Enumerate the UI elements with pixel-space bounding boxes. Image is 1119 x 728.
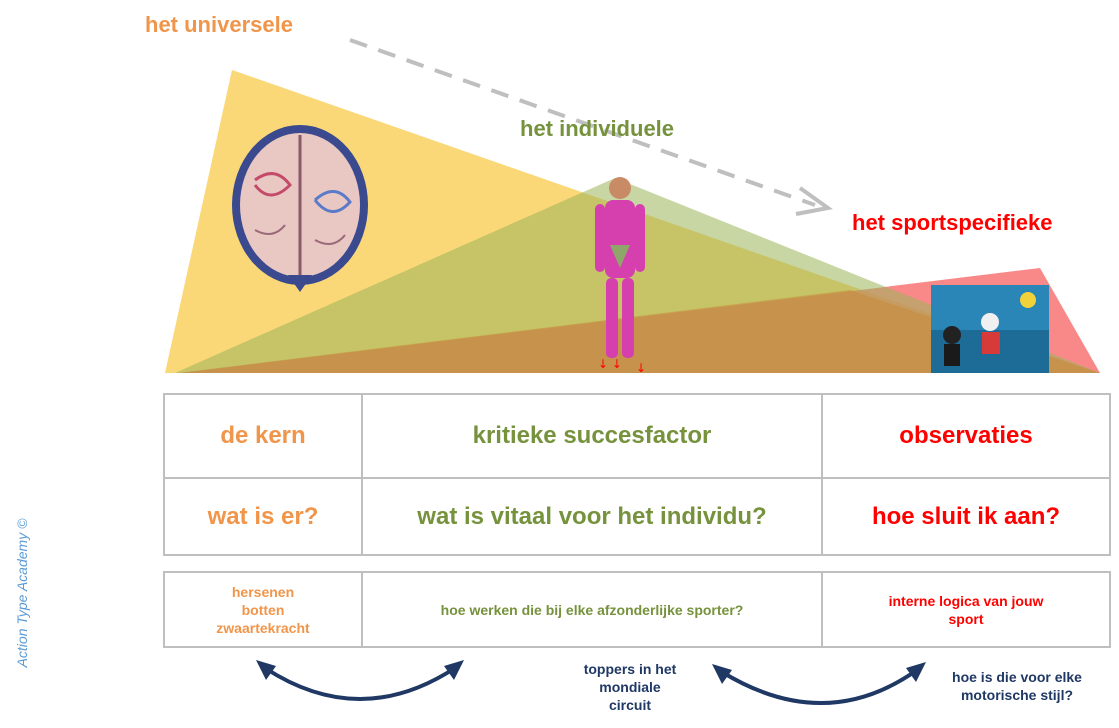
- sport-label: het sportspecifieke: [852, 210, 1053, 235]
- cell-de-kern: de kern: [163, 393, 363, 479]
- curved-arrow-left: [263, 666, 457, 701]
- cell-wat-is-er: wat is er?: [163, 477, 363, 556]
- lower-table: hersenen botten zwaartekracht hoe werken…: [163, 571, 1111, 648]
- curved-arrow-right: [720, 668, 919, 705]
- cell-wat-is-vitaal: wat is vitaal voor het individu?: [361, 477, 823, 556]
- text-interne-logica: interne logica van jouw sport: [888, 592, 1044, 627]
- svg-text:↓: ↓: [636, 361, 646, 375]
- side-copyright: Action Type Academy ©: [14, 518, 30, 668]
- water-polo-photo: [931, 285, 1049, 373]
- toppers-caption: toppers in het mondiale circuit: [583, 661, 677, 713]
- brain-icon: [232, 125, 368, 292]
- cell-kritieke-succesfactor: kritieke succesfactor: [361, 393, 823, 479]
- cell-interne-logica: interne logica van jouw sport: [821, 571, 1111, 648]
- text-hersenen: hersenen: [231, 583, 295, 600]
- cell-hoe-werken: hoe werken die bij elke afzonderlijke sp…: [361, 571, 823, 648]
- dashed-arrow: [349, 38, 816, 207]
- dashed-arrow-head: [795, 186, 833, 216]
- individual-label: het individuele: [520, 116, 675, 141]
- cell-hoe-sluit-ik-aan: hoe sluit ik aan?: [821, 477, 1111, 556]
- human-figure-icon: ↓ ↓ ↓: [595, 177, 646, 375]
- stijl-caption: hoe is die voor elke motorische stijl?: [952, 669, 1082, 703]
- text-botten: botten: [241, 601, 285, 618]
- svg-text:↓ ↓: ↓ ↓: [598, 357, 622, 371]
- main-table: de kern kritieke succesfactor observatie…: [163, 393, 1111, 556]
- text-zwaartekracht: zwaartekracht: [216, 619, 310, 636]
- cell-hersenen-botten: hersenen botten zwaartekracht: [163, 571, 363, 648]
- universal-label: het universele: [145, 12, 293, 37]
- cell-observaties: observaties: [821, 393, 1111, 479]
- overlap-area: [178, 290, 1100, 373]
